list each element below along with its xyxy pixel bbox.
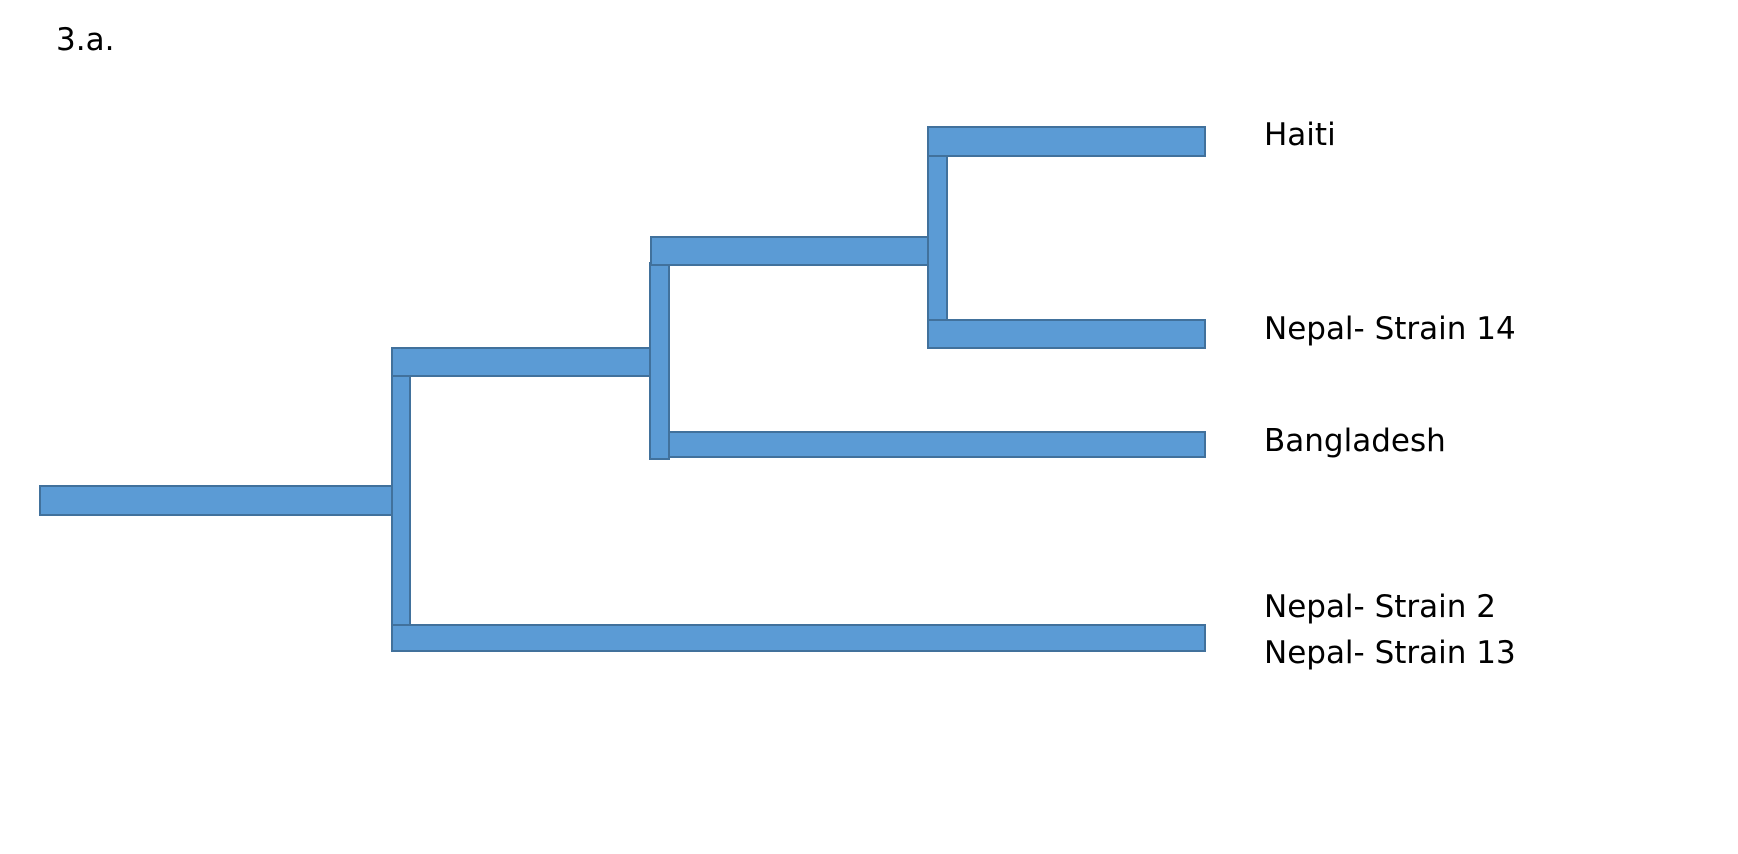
leaf-label-nepal-strain-13: Nepal- Strain 13 xyxy=(1264,635,1516,671)
leaf-labels: Haiti Nepal- Strain 14 Bangladesh Nepal-… xyxy=(1264,117,1516,671)
branch-clade-haiti-nepal14-stem xyxy=(650,236,932,266)
leaf-label-nepal-strain-2: Nepal- Strain 2 xyxy=(1264,589,1496,625)
branch-nepal-14 xyxy=(927,319,1206,349)
branch-nepal-2-13 xyxy=(391,624,1206,652)
tree-branches xyxy=(39,126,1206,652)
figure-label: 3.a. xyxy=(56,22,114,58)
branch-root-vertical xyxy=(391,361,411,628)
branch-node2-vertical xyxy=(649,262,670,460)
branch-bangladesh xyxy=(668,431,1206,458)
branch-clade-upper-stem xyxy=(391,347,658,377)
leaf-label-bangladesh: Bangladesh xyxy=(1264,423,1446,459)
leaf-label-haiti: Haiti xyxy=(1264,117,1336,153)
branch-haiti xyxy=(927,126,1206,157)
branch-root-stem xyxy=(39,485,411,516)
leaf-label-nepal-strain-14: Nepal- Strain 14 xyxy=(1264,311,1516,347)
